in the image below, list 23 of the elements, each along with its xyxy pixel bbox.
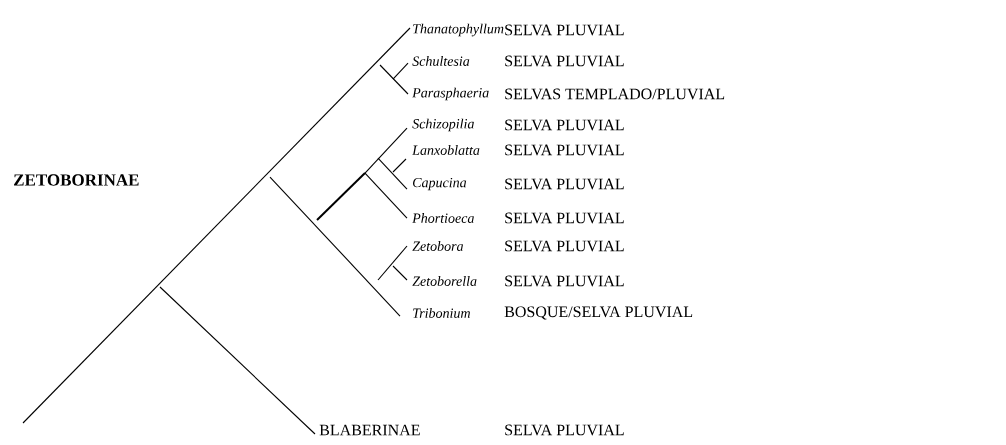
habitat-label: SELVA PLUVIAL [505, 24, 624, 36]
habitat-label: SELVA PLUVIAL [505, 55, 624, 67]
taxon-label: Thanatophyllum [413, 23, 504, 37]
taxon-label: Parasphaeria [412, 87, 489, 101]
taxon-label: BLABERINAE [319, 424, 420, 436]
taxon-label: Zetoborella [412, 276, 477, 286]
taxon-label: Zetobora [412, 241, 463, 251]
habitat-label: SELVAS TEMPLADO/PLUVIAL [505, 88, 725, 100]
taxon-label: Capucina [413, 177, 467, 191]
habitat-label: SELVA PLUVIAL [505, 275, 624, 287]
taxon-label: Schizopilia [412, 118, 474, 132]
habitat-label: BOSQUE/SELVA PLUVIAL [504, 306, 693, 320]
taxon-label: Schultesia [412, 56, 470, 66]
taxon-label: Lanxoblatta [412, 145, 480, 155]
habitat-label: SELVA PLUVIAL [505, 424, 624, 436]
habitat-label: SELVA PLUVIAL [505, 144, 624, 156]
habitat-label: SELVA PLUVIAL [505, 212, 624, 224]
habitat-label: SELVA PLUVIAL [505, 240, 624, 252]
taxon-label: Tribonium [413, 308, 470, 318]
habitat-label: SELVA PLUVIAL [505, 178, 624, 190]
taxon-label: Phortioeca [412, 213, 474, 223]
habitat-label: SELVA PLUVIAL [505, 119, 624, 131]
clade-label: ZETOBORINAE [14, 174, 139, 186]
